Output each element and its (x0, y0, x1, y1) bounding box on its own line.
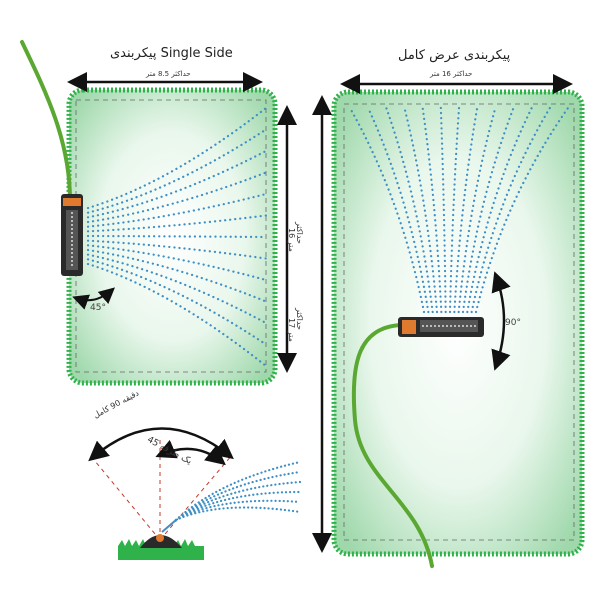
full-width-hose (351, 323, 434, 568)
single-side-height-label-2: 16 متر (287, 228, 296, 252)
spray-stream (86, 106, 268, 210)
single-side-title: پیکربندی Single Side (110, 46, 233, 61)
single-side-height-label-1: حداکثر (295, 222, 304, 245)
spray-stream (86, 262, 268, 368)
spray-stream (86, 239, 268, 260)
spray-stream (403, 106, 439, 314)
spray-stream (86, 258, 268, 346)
single-side-sprinkler (61, 194, 83, 276)
spray-stream (453, 106, 479, 314)
spray-stream (86, 149, 268, 219)
spray-stream (367, 106, 430, 314)
spray-stream (86, 244, 268, 282)
side-view-spray-pattern (174, 460, 302, 522)
spray-stream (86, 248, 268, 303)
single-side-lawn (66, 87, 278, 386)
spray-stream (466, 106, 533, 314)
half-arc-arrow (155, 439, 226, 466)
spray-stream (174, 490, 302, 522)
spray-stream (474, 106, 570, 314)
full-width-spray-pattern (348, 106, 570, 314)
spray-stream (86, 214, 268, 233)
spray-stream (174, 480, 302, 522)
spray-stream (439, 106, 447, 314)
single-side-angle-label: 45° (90, 303, 106, 313)
full-width-angle-arrow (491, 271, 511, 371)
spray-stream (86, 253, 268, 325)
full-width-height-label-1: حداکثر (295, 308, 304, 331)
single-side-hose (20, 40, 72, 202)
spray-stream (86, 192, 268, 228)
spray-stream (448, 106, 461, 314)
spray-stream (174, 460, 302, 522)
spray-stream (174, 499, 302, 522)
single-side-width-label: حداکثر 8.5 متر (146, 70, 191, 78)
spray-stream (86, 234, 268, 239)
full-width-width-label: حداکثر 16 متر (430, 70, 473, 78)
spray-stream (421, 106, 443, 314)
side-view (88, 427, 234, 560)
single-side-angle-arrow (72, 287, 116, 310)
single-side-spray-pattern (86, 106, 268, 368)
full-width-angle-label: 90° (505, 318, 521, 328)
spray-stream (470, 106, 551, 314)
spray-stream (457, 106, 497, 314)
spray-stream (86, 171, 268, 224)
full-width-title: پیکربندی عرض کامل (398, 48, 511, 63)
full-width-sprinkler (398, 317, 484, 337)
full-width-height-label-2: 17 متر (287, 318, 296, 342)
spray-stream (86, 128, 268, 214)
